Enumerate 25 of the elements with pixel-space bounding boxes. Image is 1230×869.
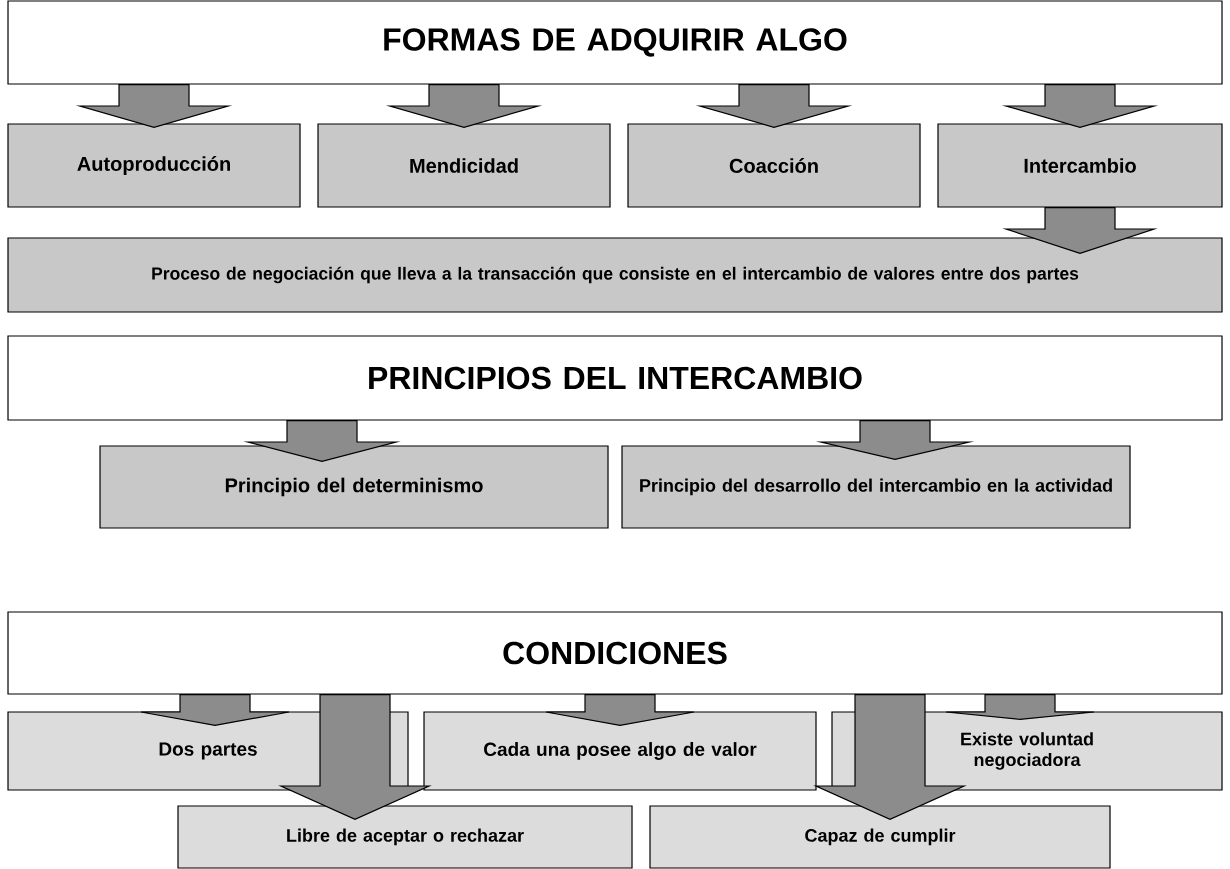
title-box: FORMAS DE ADQUIRIR ALGO [7,0,1223,85]
process-box: Coacción [627,123,921,208]
block-arrow [1002,207,1158,254]
block-arrow [75,84,233,128]
block-arrow [813,694,967,821]
process-box: Autoproducción [7,123,301,208]
block-arrow [385,84,543,128]
block-arrow [815,419,975,460]
title-box: PRINCIPIOS DEL INTERCAMBIO [7,335,1223,421]
block-arrow [695,84,853,128]
process-box: Intercambio [937,123,1223,208]
process-box: Proceso de negociación que lleva a la transacción que consiste en el intercambio de valores entre dos partes [7,237,1223,313]
title-box: CONDICIONES [7,611,1223,695]
process-box: Libre de aceptar o rechazar [177,805,633,869]
block-arrow [1001,84,1159,128]
block-arrow [545,694,695,726]
block-arrow [140,694,290,726]
process-box: Principio del desarrollo del intercambio en la actividad [621,445,1131,529]
process-box: Capaz de cumplir [649,805,1111,869]
process-box: Mendicidad [317,123,611,208]
process-box: Cada una posee algo de valor [423,711,817,791]
process-box: Principio del determinismo [99,445,609,529]
block-arrow [278,694,432,821]
block-arrow [243,419,401,462]
block-arrow [945,694,1095,720]
